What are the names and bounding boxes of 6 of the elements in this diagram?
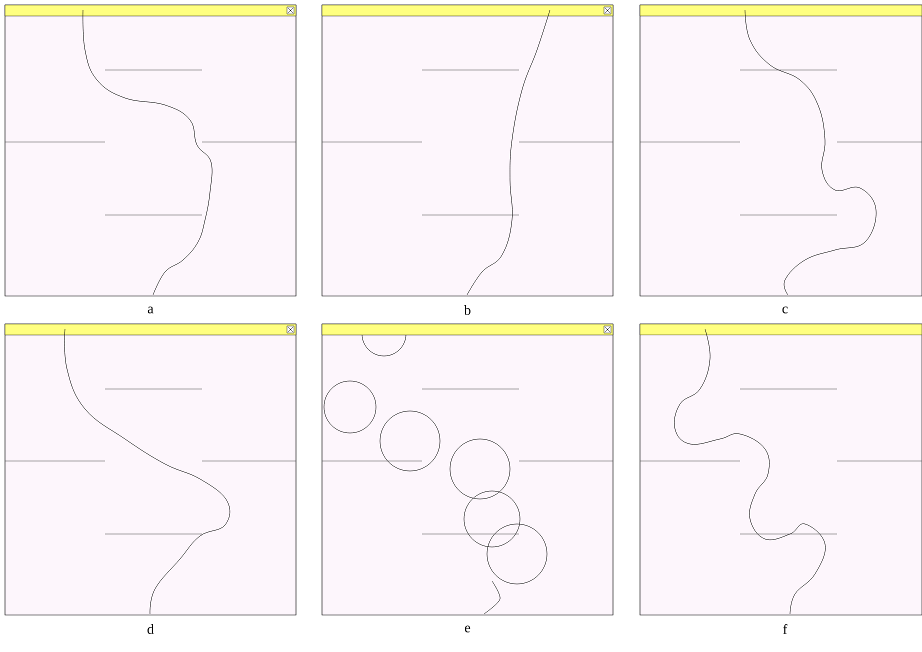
panel-label: e [464,626,470,632]
panel-label: b [464,305,470,315]
panel-label: d [148,624,154,634]
panel-label: c [782,306,788,314]
panel-label: a [148,306,154,314]
panel-label: f [783,624,788,634]
